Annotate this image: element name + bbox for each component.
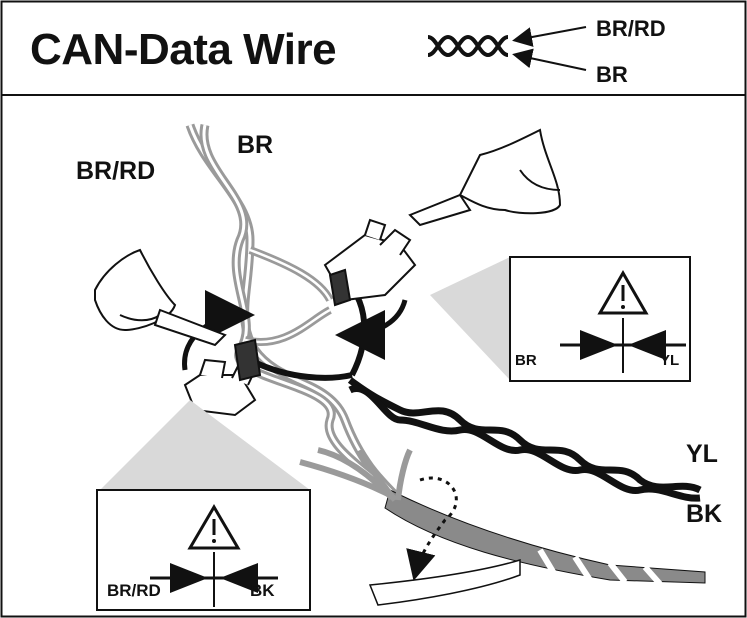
connector-upper [323, 218, 417, 307]
callout-1-left-label: BR [515, 352, 537, 369]
wire-label-bk: BK [686, 500, 723, 528]
gray-branch-wires [244, 246, 334, 346]
diagram-title: CAN-Data Wire [30, 25, 337, 74]
hand-with-tool-left [94, 248, 227, 347]
legend-twisted-wire-icon [427, 34, 509, 58]
connector-lower [183, 338, 262, 417]
callout-2-right-label: BK [250, 581, 275, 600]
wire-label-br-rd: BR/RD [76, 157, 156, 185]
legend-label-lower: BR [596, 62, 628, 87]
sheath-flap [368, 558, 521, 606]
callout-1-connector-symbol [560, 318, 686, 373]
callout-2-warning-triangle-icon [187, 504, 241, 550]
callout-box-2 [96, 489, 311, 611]
legend-arrow-upper [512, 26, 587, 47]
wire-label-yl: YL [686, 440, 718, 468]
dotted-arrow [406, 476, 458, 581]
black-twisted-pair-yl-bk [347, 377, 702, 502]
callout-1-warning-triangle-icon [597, 269, 649, 315]
callout-2-connector-symbol [150, 552, 278, 607]
hand-with-tool-upper [408, 128, 562, 227]
callout-pointer-1 [430, 257, 510, 380]
callout-2-left-label: BR/RD [107, 581, 161, 600]
rotate-arrow-right [335, 299, 408, 360]
callout-pointer-2 [100, 400, 310, 490]
wire-label-br: BR [237, 131, 274, 159]
callout-1-right-label: YL [660, 352, 680, 369]
cable-sheath [384, 489, 706, 586]
wire-strands [299, 447, 413, 502]
legend-arrow-lower [512, 48, 587, 71]
callout-box-1 [509, 256, 691, 382]
legend-label-upper: BR/RD [596, 16, 666, 41]
